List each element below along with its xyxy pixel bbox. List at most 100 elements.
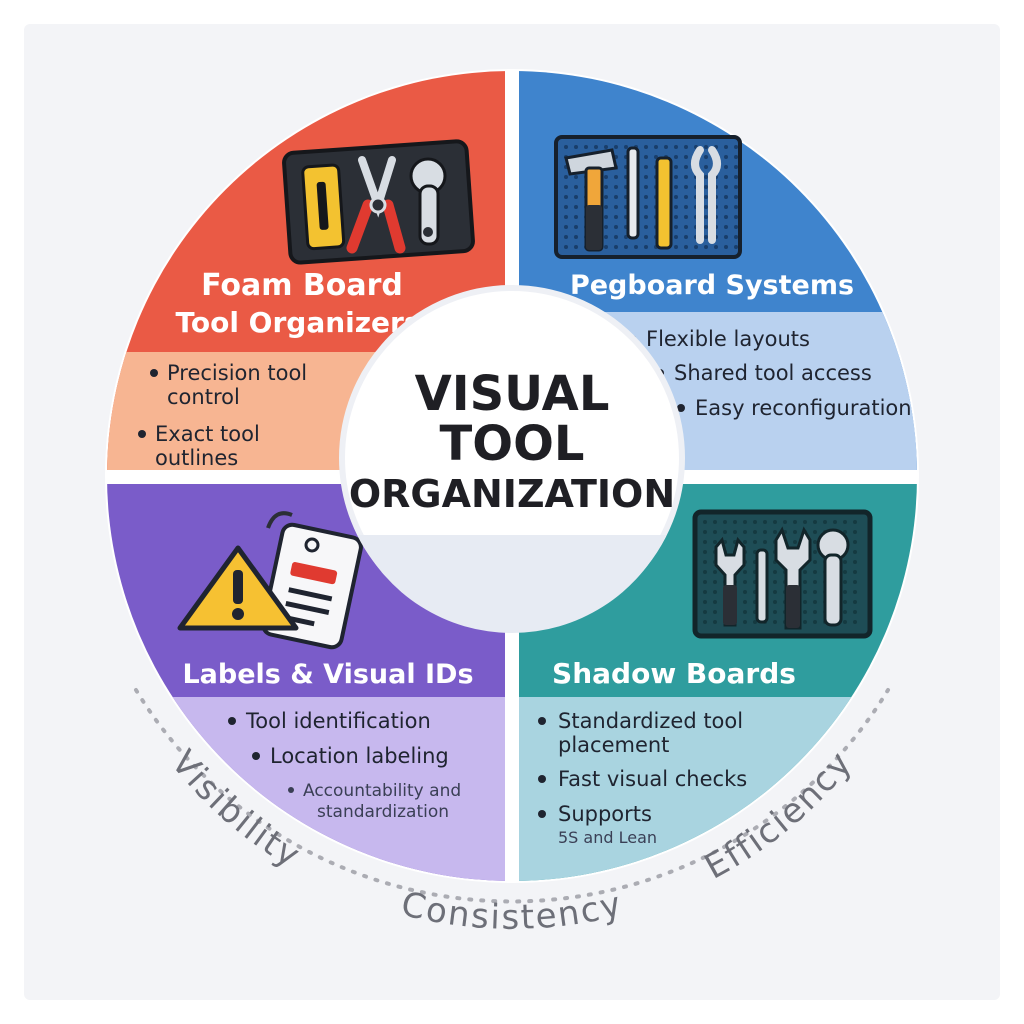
peg-hole xyxy=(634,245,638,249)
peg-hole xyxy=(674,195,678,199)
peg-hole xyxy=(614,245,618,249)
peg-hole xyxy=(564,215,568,219)
peg-hole xyxy=(743,540,747,544)
peg-hole xyxy=(574,185,578,189)
peg-hole xyxy=(704,205,708,209)
peg-hole xyxy=(574,235,578,239)
peg-hole xyxy=(644,205,648,209)
peg-hole xyxy=(743,600,747,604)
peg-hole xyxy=(713,610,717,614)
peg-hole xyxy=(813,520,817,524)
peg-hole xyxy=(743,590,747,594)
peg-hole xyxy=(574,195,578,199)
peg-hole xyxy=(614,215,618,219)
peg-hole xyxy=(773,590,777,594)
peg-hole xyxy=(713,530,717,534)
peg-hole xyxy=(803,590,807,594)
peg-hole xyxy=(773,620,777,624)
peg-hole xyxy=(783,520,787,524)
peg-hole xyxy=(564,185,568,189)
peg-hole xyxy=(734,245,738,249)
peg-hole xyxy=(604,145,608,149)
warning-tag-icon xyxy=(177,511,363,650)
peg-hole xyxy=(704,145,708,149)
peg-hole xyxy=(704,185,708,189)
shadow-bullets: Standardized tool placement Fast visual … xyxy=(538,709,747,847)
peg-hole xyxy=(813,540,817,544)
peg-hole xyxy=(644,195,648,199)
peg-hole xyxy=(674,215,678,219)
peg-hole xyxy=(684,245,688,249)
peg-hole xyxy=(644,155,648,159)
peg-hole xyxy=(763,520,767,524)
peg-hole xyxy=(813,600,817,604)
peg-hole xyxy=(644,185,648,189)
peg-hole xyxy=(574,245,578,249)
peg-hole xyxy=(773,520,777,524)
peg-hole xyxy=(823,520,827,524)
peg-hole xyxy=(853,600,857,604)
peg-hole xyxy=(734,175,738,179)
peg-hole xyxy=(694,245,698,249)
peg-hole xyxy=(564,145,568,149)
peg-hole xyxy=(743,530,747,534)
peg-hole xyxy=(733,520,737,524)
peg-hole xyxy=(763,530,767,534)
peg-hole xyxy=(614,145,618,149)
peg-hole xyxy=(843,560,847,564)
peg-hole xyxy=(853,570,857,574)
peg-hole xyxy=(614,185,618,189)
peg-hole xyxy=(704,195,708,199)
peg-hole xyxy=(604,205,608,209)
peg-hole xyxy=(604,225,608,229)
peg-hole xyxy=(654,145,658,149)
peg-hole xyxy=(724,235,728,239)
foam-title-line1: Foam Board xyxy=(201,268,403,303)
peg-hole xyxy=(574,215,578,219)
peg-hole xyxy=(734,165,738,169)
pegboard-title: Pegboard Systems xyxy=(570,270,854,301)
labels-sub-bullet-line1: Accountability and xyxy=(303,781,461,801)
labels-bullets: Tool identification Location labeling Ac… xyxy=(228,709,461,822)
peg-hole xyxy=(753,540,757,544)
pegboard-bullets: Flexible layouts Shared tool access Easy… xyxy=(628,327,912,420)
peg-hole xyxy=(564,175,568,179)
peg-hole xyxy=(703,570,707,574)
peg-hole xyxy=(674,175,678,179)
peg-hole xyxy=(853,590,857,594)
peg-hole xyxy=(743,610,747,614)
peg-hole xyxy=(793,520,797,524)
peg-hole xyxy=(674,185,678,189)
peg-hole xyxy=(684,205,688,209)
peg-hole xyxy=(734,205,738,209)
peg-hole xyxy=(674,155,678,159)
peg-hole xyxy=(674,145,678,149)
peg-hole xyxy=(773,580,777,584)
peg-hole xyxy=(853,620,857,624)
peg-hole xyxy=(684,165,688,169)
peg-hole xyxy=(644,145,648,149)
peg-hole xyxy=(713,620,717,624)
labels-bullet-1: Tool identification xyxy=(245,709,431,733)
peg-hole xyxy=(853,530,857,534)
peg-hole xyxy=(713,590,717,594)
peg-hole xyxy=(813,610,817,614)
peg-hole xyxy=(703,600,707,604)
peg-hole xyxy=(713,520,717,524)
peg-hole xyxy=(793,530,797,534)
peg-hole xyxy=(654,155,658,159)
peg-hole xyxy=(604,215,608,219)
peg-hole xyxy=(674,205,678,209)
shadow-bullet-2: Fast visual checks xyxy=(558,767,747,791)
peg-hole xyxy=(684,175,688,179)
peg-hole xyxy=(674,165,678,169)
peg-hole xyxy=(843,580,847,584)
peg-hole xyxy=(853,580,857,584)
peg-hole xyxy=(734,225,738,229)
foam-bullet-2-line1: Exact tool xyxy=(155,422,260,446)
peg-hole xyxy=(564,245,568,249)
peg-hole xyxy=(743,570,747,574)
peg-hole xyxy=(674,245,678,249)
peg-hole xyxy=(704,175,708,179)
